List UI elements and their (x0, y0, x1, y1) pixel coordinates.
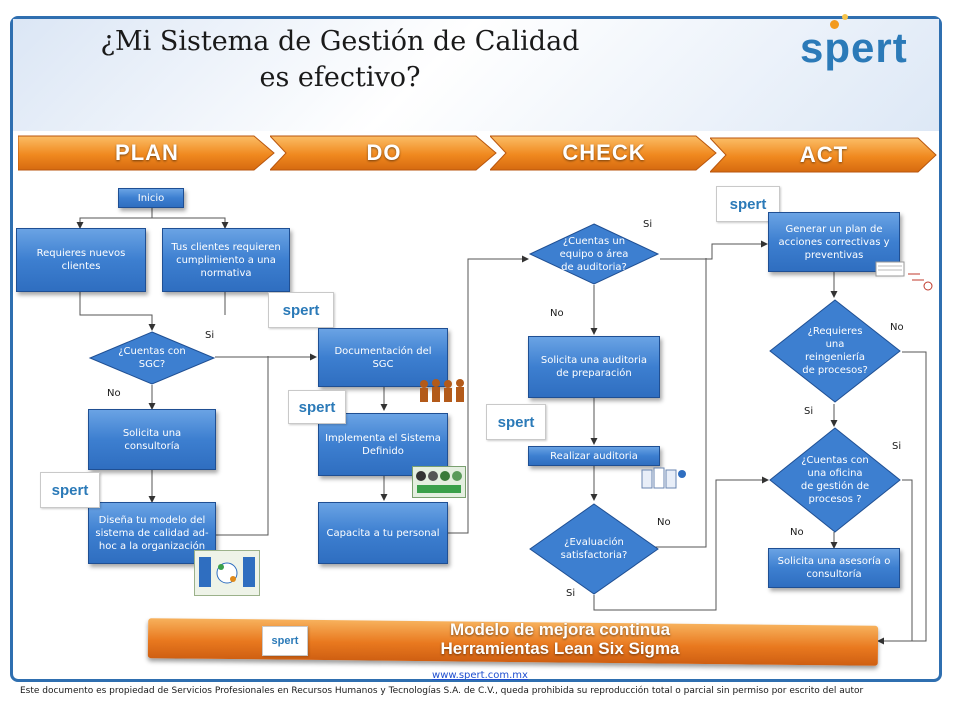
spert-logo: spert (800, 14, 908, 72)
realizar-auditoria-box: Realizar auditoria (528, 446, 660, 466)
reingenieria-label: ¿Requieres una reingeniería de procesos? (802, 326, 868, 376)
inicio-box: Inicio (118, 188, 184, 208)
check-no-eval-label: No (657, 517, 671, 528)
people-group-icon (416, 376, 468, 408)
bottom-line-1: Modelo de mejora continua (449, 620, 671, 639)
phase-check-label: CHECK (562, 140, 646, 165)
consultoria-box: Solicita una consultoría (88, 409, 216, 470)
spert-mini-logo-bottom-text: spert (271, 635, 299, 647)
generar-plan-box: Generar un plan de acciones correctivas … (768, 212, 900, 272)
oficina-diamond (769, 427, 901, 533)
normativa-box: Tus clientes requieren cumplimiento a un… (162, 228, 290, 292)
plan-no-label: No (107, 388, 121, 399)
reingenieria-diamond (769, 299, 901, 403)
website-link-text[interactable]: www.spert.com.mx (432, 670, 528, 681)
reingenieria-decision: ¿Requieres una reingeniería de procesos? (768, 298, 902, 404)
act-no-reing-label: No (890, 322, 904, 333)
cuentas-equipo-decision: ¿Cuentas un equipo o área de auditoria? (528, 222, 660, 286)
phase-act: ACT (710, 132, 938, 174)
oficina-decision: ¿Cuentas con una oficina de gestión de p… (768, 426, 902, 534)
logo-dot-icon (830, 20, 839, 29)
evaluacion-label: ¿Evaluación satisfactoria? (560, 537, 628, 561)
model-diagram-thumbnail-icon (194, 550, 260, 596)
asesoria-box: Solicita una asesoría o consultoría (768, 548, 900, 588)
cuentas-sgc-diamond (88, 331, 216, 385)
title-line-1: ¿Mi Sistema de Gestión de Calidad (100, 26, 580, 57)
spert-mini-logo-act-text: spert (729, 195, 767, 213)
documents-icon (638, 462, 690, 494)
bottom-line-2: Herramientas Lean Six Sigma (440, 639, 680, 658)
cuentas-sgc-label: ¿Cuentas con SGC? (118, 346, 186, 370)
spert-mini-logo-consult: spert (40, 472, 100, 508)
solicita-auditoria-box: Solicita una auditoria de preparación (528, 336, 660, 398)
act-si-reing-label: Si (804, 406, 814, 417)
spert-mini-logo-do: spert (288, 390, 346, 424)
page-title: ¿Mi Sistema de Gestión de Calidad es efe… (60, 24, 620, 96)
spert-mini-logo-plan-text: spert (282, 301, 320, 319)
nuevos-clientes-box: Requieres nuevos clientes (16, 228, 146, 292)
logo-dot-small-icon (842, 14, 848, 20)
copyright-note: Este documento es propiedad de Servicios… (20, 686, 864, 696)
training-panel-icon (412, 466, 466, 498)
spert-mini-logo-do-text: spert (298, 398, 336, 416)
spert-mini-logo-bottom: spert (262, 626, 308, 656)
oficina-label: ¿Cuentas con una oficina de gestión de p… (800, 455, 870, 505)
bottom-banner-text: Modelo de mejora continua Herramientas L… (300, 620, 820, 658)
check-no-mid-label: No (550, 308, 564, 319)
evaluacion-decision: ¿Evaluación satisfactoria? (528, 502, 660, 596)
phase-plan-arrow (18, 135, 275, 171)
phase-act-label: ACT (799, 142, 849, 167)
phase-do-label: DO (366, 140, 402, 165)
capacita-box: Capacita a tu personal (318, 502, 448, 564)
spert-mini-logo-check-text: spert (497, 413, 535, 431)
check-si-eval-label: Si (566, 588, 576, 599)
phase-check: CHECK (490, 132, 718, 174)
website-link[interactable]: www.spert.com.mx (0, 670, 960, 681)
cuentas-equipo-diamond (528, 223, 660, 285)
phase-do-arrow (270, 135, 497, 171)
header-band (13, 19, 939, 131)
check-si-top-label: Si (643, 219, 653, 230)
evaluacion-diamond (529, 503, 659, 595)
header-band-wrap (13, 19, 939, 131)
spert-mini-logo-act: spert (716, 186, 780, 222)
phase-act-arrow (710, 137, 937, 173)
title-line-2: es efectivo? (259, 62, 421, 93)
plan-si-label: Si (205, 330, 215, 341)
spert-mini-logo-plan: spert (268, 292, 334, 328)
phase-plan-label: PLAN (115, 140, 179, 165)
logo-text: spert (800, 24, 908, 71)
implementa-box: Implementa el Sistema Definido (318, 413, 448, 476)
phase-plan: PLAN (18, 132, 276, 174)
spert-mini-logo-check: spert (486, 404, 546, 440)
act-no-ofi-label: No (790, 527, 804, 538)
act-si-ofi-label: Si (892, 441, 902, 452)
phase-check-arrow (490, 135, 717, 171)
documentacion-box: Documentación del SGC (318, 328, 448, 387)
spert-mini-logo-consult-text: spert (51, 481, 89, 499)
phase-do: DO (270, 132, 498, 174)
cuentas-sgc-decision: ¿Cuentas con SGC? (88, 330, 216, 386)
action-plan-sheet-icon (874, 260, 934, 294)
cuentas-equipo-label: ¿Cuentas un equipo o área de auditoria? (559, 235, 629, 273)
